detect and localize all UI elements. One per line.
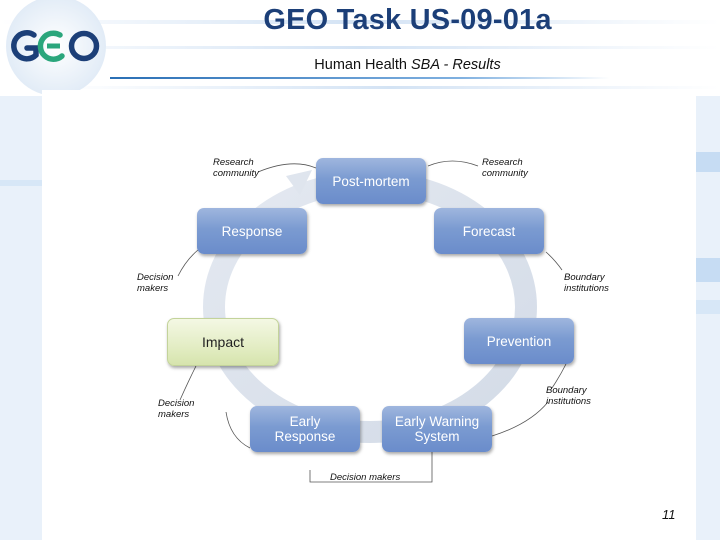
connector-boundary-upper xyxy=(545,251,563,271)
connector-research-left xyxy=(257,163,317,173)
connector-research-right xyxy=(427,160,479,167)
connector-boundary-lower-right xyxy=(491,401,549,437)
connector-decision-bottom xyxy=(309,452,433,483)
subtitle-italic: SBA - Results xyxy=(411,57,501,73)
label-boundary-institutions-lower: Boundary institutions xyxy=(546,385,591,407)
geo-logo xyxy=(0,0,112,96)
connector-boundary-lower xyxy=(551,363,567,389)
slide-title: GEO Task US-09-01a xyxy=(263,4,552,36)
page-number: 11 xyxy=(662,507,676,522)
connector-decision-left-lower xyxy=(179,365,197,401)
label-decision-makers-upper: Decision makers xyxy=(137,272,174,294)
cycle-arrow-head xyxy=(286,170,312,195)
box-early-response: Early Response xyxy=(250,406,360,452)
box-post-mortem: Post-mortem xyxy=(316,158,426,204)
box-early-warning-system: Early Warning System xyxy=(382,406,492,452)
label-research-community-right: Research community xyxy=(482,157,528,179)
label-decision-makers-bottom: Decision makers xyxy=(330,472,401,483)
title-underline xyxy=(110,77,610,79)
box-response: Response xyxy=(197,208,307,254)
label-research-community-left: Research community xyxy=(213,157,259,179)
box-forecast: Forecast xyxy=(434,208,544,254)
connector-decision-left-upper xyxy=(177,249,199,277)
box-prevention: Prevention xyxy=(464,318,574,364)
subtitle-prefix: Human Health xyxy=(314,57,411,73)
label-boundary-institutions-upper: Boundary institutions xyxy=(564,272,609,294)
connector-decision-left-bottom xyxy=(225,411,251,449)
label-decision-makers-lower: Decision makers xyxy=(158,398,195,420)
slide-subtitle: Human Health SBA - Results xyxy=(200,57,615,73)
box-impact: Impact xyxy=(167,318,279,366)
